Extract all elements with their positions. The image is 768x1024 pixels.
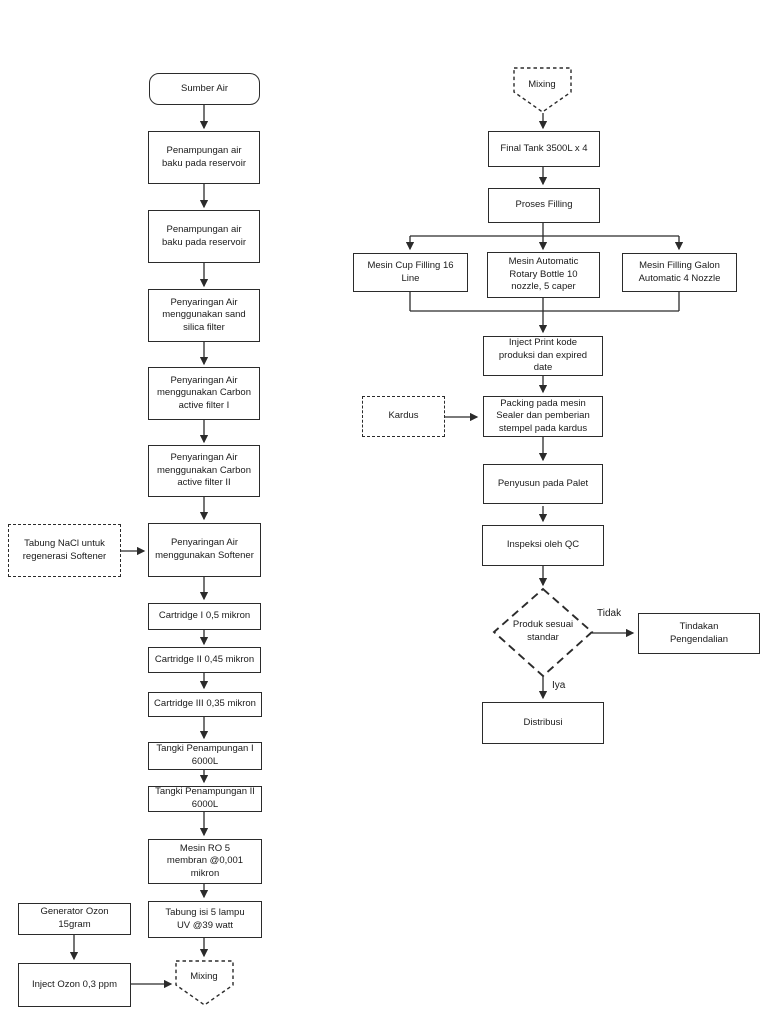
node-penyusun-palet: Penyusun pada Palet [483,464,603,504]
node-sand-silica-filter: Penyaringan Air menggunakan sand silica … [148,289,260,342]
node-cartridge-1: Cartridge I 0,5 mikron [148,603,261,630]
node-tindakan-pengendalian: Tindakan Pengendalian [638,613,760,654]
node-proses-filling: Proses Filling [488,188,600,223]
node-distribusi: Distribusi [482,702,604,744]
node-tangki-2: Tangki Penampungan II 6000L [148,786,262,812]
node-sumber-air: Sumber Air [149,73,260,105]
connectors [69,105,684,989]
mixing-right-pentagon-shape [513,67,572,113]
mixing-left-pentagon-shape [175,960,234,1006]
node-carbon-filter-2: Penyaringan Air menggunakan Carbon activ… [148,445,260,497]
node-penampungan-2: Penampungan air baku pada reservoir [148,210,260,263]
node-uv-lamp: Tabung isi 5 lampu UV @39 watt [148,901,262,938]
node-cup-filling: Mesin Cup Filling 16 Line [353,253,468,292]
node-generator-ozon: Generator Ozon 15gram [18,903,131,935]
mixing-left-label: Mixing [190,970,218,982]
mixing-right-label: Mixing [528,78,556,90]
node-packing: Packing pada mesin Sealer dan pemberian … [483,396,603,437]
node-softener: Penyaringan Air menggunakan Softener [148,523,261,577]
branch-label-tidak: Tidak [597,608,622,619]
node-filling-galon: Mesin Filling Galon Automatic 4 Nozzle [622,253,737,292]
node-tabung-nacl: Tabung NaCl untuk regenerasi Softener [8,524,121,577]
node-final-tank: Final Tank 3500L x 4 [488,131,600,167]
node-tangki-1: Tangki Penampungan I 6000L [148,742,262,770]
branch-label-iya: Iya [552,680,566,691]
decision-diamond-shape [492,587,594,678]
node-inject-ozon: Inject Ozon 0,3 ppm [18,963,131,1007]
node-mesin-ro: Mesin RO 5 membran @0,001 mikron [148,839,262,884]
node-inject-print: Inject Print kode produksi dan expired d… [483,336,603,376]
node-penampungan-1: Penampungan air baku pada reservoir [148,131,260,184]
node-carbon-filter-1: Penyaringan Air menggunakan Carbon activ… [148,367,260,420]
node-inspeksi-qc: Inspeksi oleh QC [482,525,604,566]
node-kardus: Kardus [362,396,445,437]
decision-label: Produk sesuai standar [512,619,574,643]
node-cartridge-3: Cartridge III 0,35 mikron [148,692,262,717]
node-rotary-bottle: Mesin Automatic Rotary Bottle 10 nozzle,… [487,252,600,298]
node-cartridge-2: Cartridge II 0,45 mikron [148,647,261,673]
